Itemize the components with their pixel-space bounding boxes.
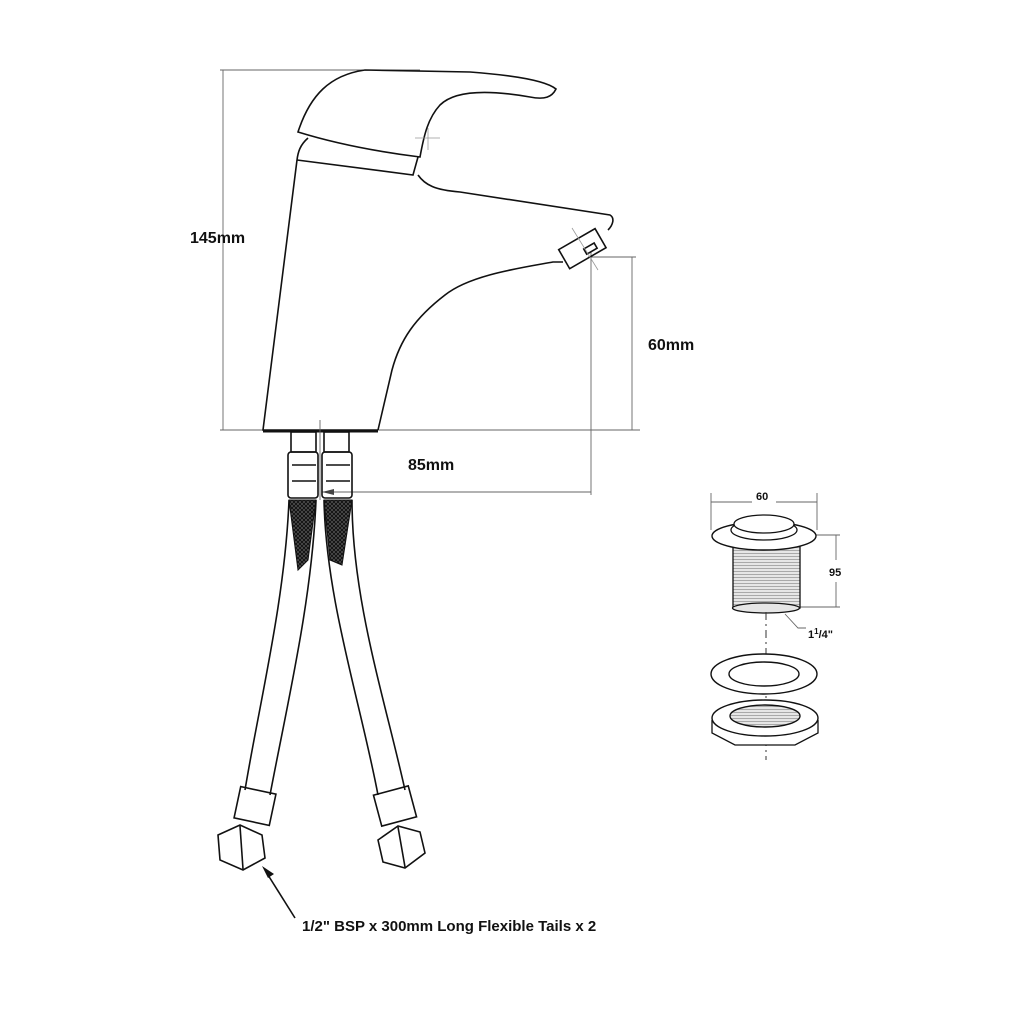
flexible-tails xyxy=(217,420,426,919)
hex-nut-left xyxy=(217,824,266,871)
waste-width-label: 60 xyxy=(756,491,768,503)
spout-height-label: 60mm xyxy=(648,337,694,354)
basin-waste xyxy=(710,493,840,760)
height-dimension-label: 145mm xyxy=(190,230,245,247)
tails-caption: 1/2" BSP x 300mm Long Flexible Tails x 2 xyxy=(302,918,596,935)
hex-nut-right xyxy=(377,825,426,869)
tap-body xyxy=(262,69,614,433)
spout-reach-label: 85mm xyxy=(408,457,454,474)
waste-thread-label: 11/4" xyxy=(808,627,833,641)
waste-height-label: 95 xyxy=(829,567,841,579)
aerator-nozzle xyxy=(557,227,608,270)
